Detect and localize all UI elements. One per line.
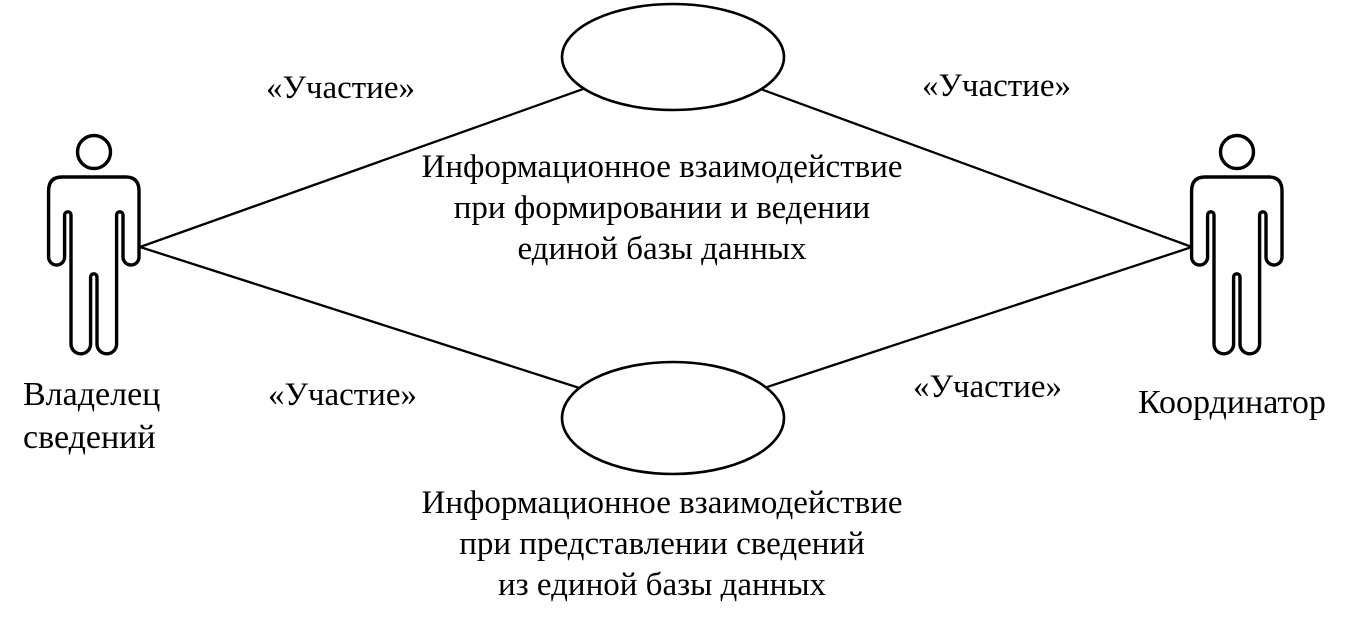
use-case-top-line3: единой базы данных (517, 231, 807, 267)
use-case-ellipse-bottom (560, 360, 786, 476)
actor-body-owner-icon (46, 175, 141, 356)
association-label-owner-top: «Участие» (266, 70, 415, 106)
actor-body-coordinator-icon (1189, 175, 1284, 356)
use-case-top-line1: Информационное взаимодействие (421, 149, 903, 185)
use-case-bottom-line2: при представлении сведений (459, 526, 865, 562)
association-label-owner-bottom: «Участие» (268, 377, 417, 413)
use-case-ellipse-top (560, 2, 786, 112)
actor-head-coordinator-icon (1218, 133, 1256, 171)
actor-label-owner: Владелец сведений (23, 373, 160, 459)
use-case-bottom-line3: из единой базы данных (497, 567, 826, 603)
use-case-top-line2: при формировании и ведении (453, 190, 871, 226)
use-case-label-bottom: Информационное взаимодействие при предст… (352, 483, 972, 606)
use-case-bottom-line1: Информационное взаимодействие (421, 485, 903, 521)
association-label-coordinator-top: «Участие» (922, 68, 1071, 104)
actor-head-owner-icon (75, 133, 113, 171)
association-label-coordinator-bottom: «Участие» (913, 369, 1062, 405)
actor-label-owner-line2: сведений (23, 419, 156, 456)
actor-label-coordinator-line1: Координатор (1138, 384, 1326, 421)
actor-label-owner-line1: Владелец (23, 376, 161, 413)
actor-figure-owner (46, 133, 141, 356)
actor-figure-coordinator (1189, 133, 1284, 356)
use-case-label-top: Информационное взаимодействие при формир… (352, 147, 972, 270)
actor-label-coordinator: Координатор (1138, 381, 1326, 424)
